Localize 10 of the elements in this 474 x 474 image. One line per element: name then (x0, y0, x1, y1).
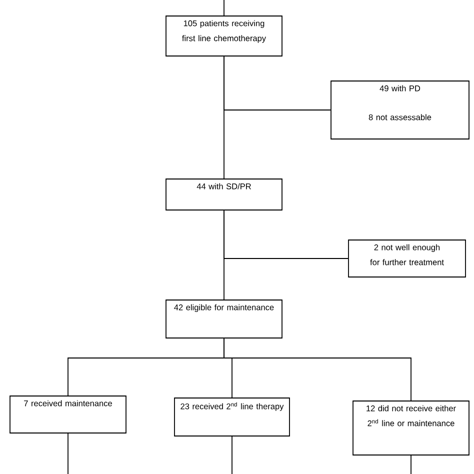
flow-box: 23 received 2$^{nd}$ line therapy (174, 398, 290, 436)
flow-box: 2 not well enough for further treatment (348, 240, 466, 278)
connector-line (224, 338, 412, 401)
flow-box: 12 did not receive either 2$^{nd}$ line or maintenance (352, 400, 470, 456)
flow-box: 105 patients receiving first line chemotherapy (166, 16, 282, 56)
flow-box: 49 with PD 8 not assessable (330, 80, 470, 140)
flow-box: 42 eligible for maintenance (166, 300, 282, 338)
connector-line (410, 455, 412, 474)
flow-box: 7 received maintenance (10, 396, 126, 434)
flow-box: 44 with SD/PR (166, 178, 282, 210)
